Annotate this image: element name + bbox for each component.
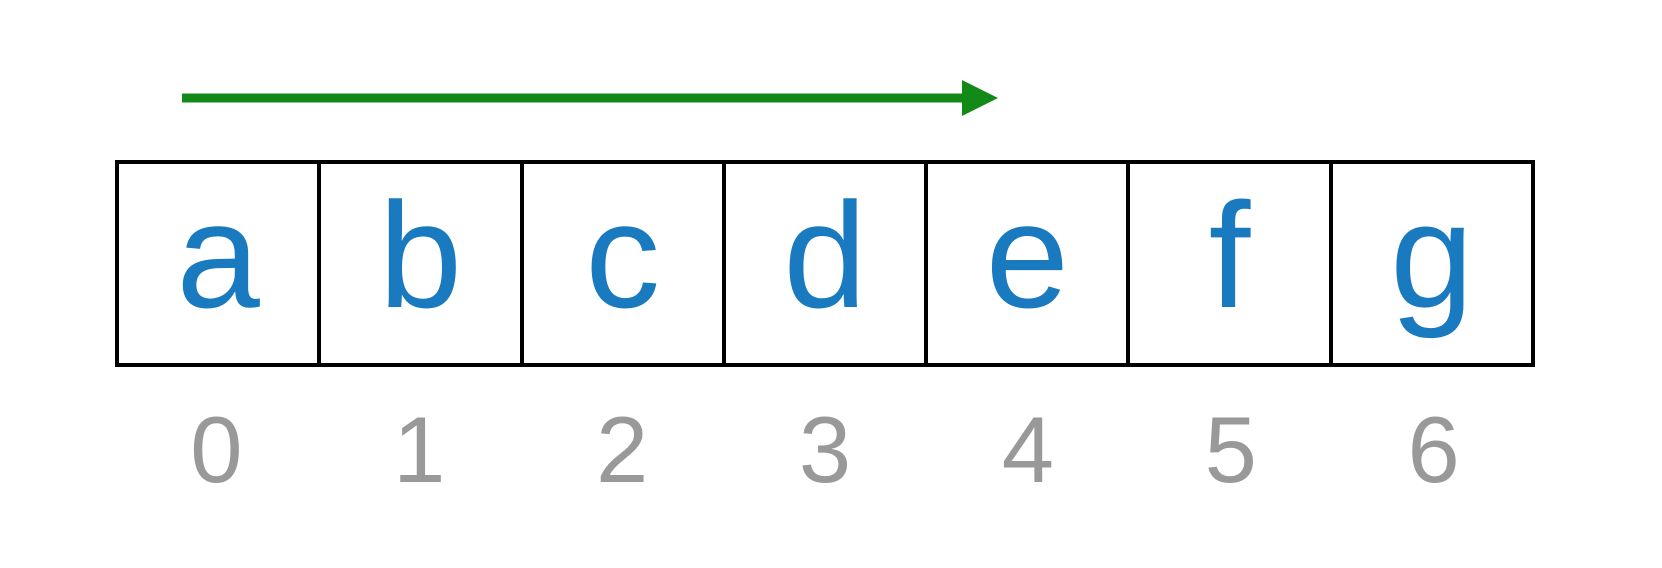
cell-index: 6	[1407, 397, 1460, 502]
array-indices: 0 1 2 3 4 5 6	[115, 400, 1535, 500]
cell-index: 1	[393, 397, 446, 502]
array-cell: c	[524, 164, 726, 363]
cell-value: c	[585, 170, 661, 339]
array-cell: b	[321, 164, 524, 363]
array-cell: e	[928, 164, 1131, 363]
array-cell: g	[1333, 164, 1531, 363]
cell-value: a	[176, 170, 260, 339]
cell-value: g	[1390, 170, 1474, 339]
cell-value: d	[783, 170, 867, 339]
array-cell: a	[119, 164, 322, 363]
cell-index: 5	[1204, 397, 1257, 502]
array-cell: d	[726, 164, 929, 363]
array-cells: a b c d e f g	[115, 160, 1535, 367]
cell-index: 0	[190, 397, 243, 502]
cell-index: 3	[798, 397, 852, 502]
cell-value: f	[1208, 170, 1251, 339]
cell-index: 4	[1001, 397, 1054, 502]
cell-value: e	[985, 170, 1069, 339]
arrow-head-icon	[962, 80, 998, 116]
array-cell: f	[1130, 164, 1333, 363]
cell-value: b	[378, 170, 463, 339]
cell-index: 2	[596, 397, 649, 502]
